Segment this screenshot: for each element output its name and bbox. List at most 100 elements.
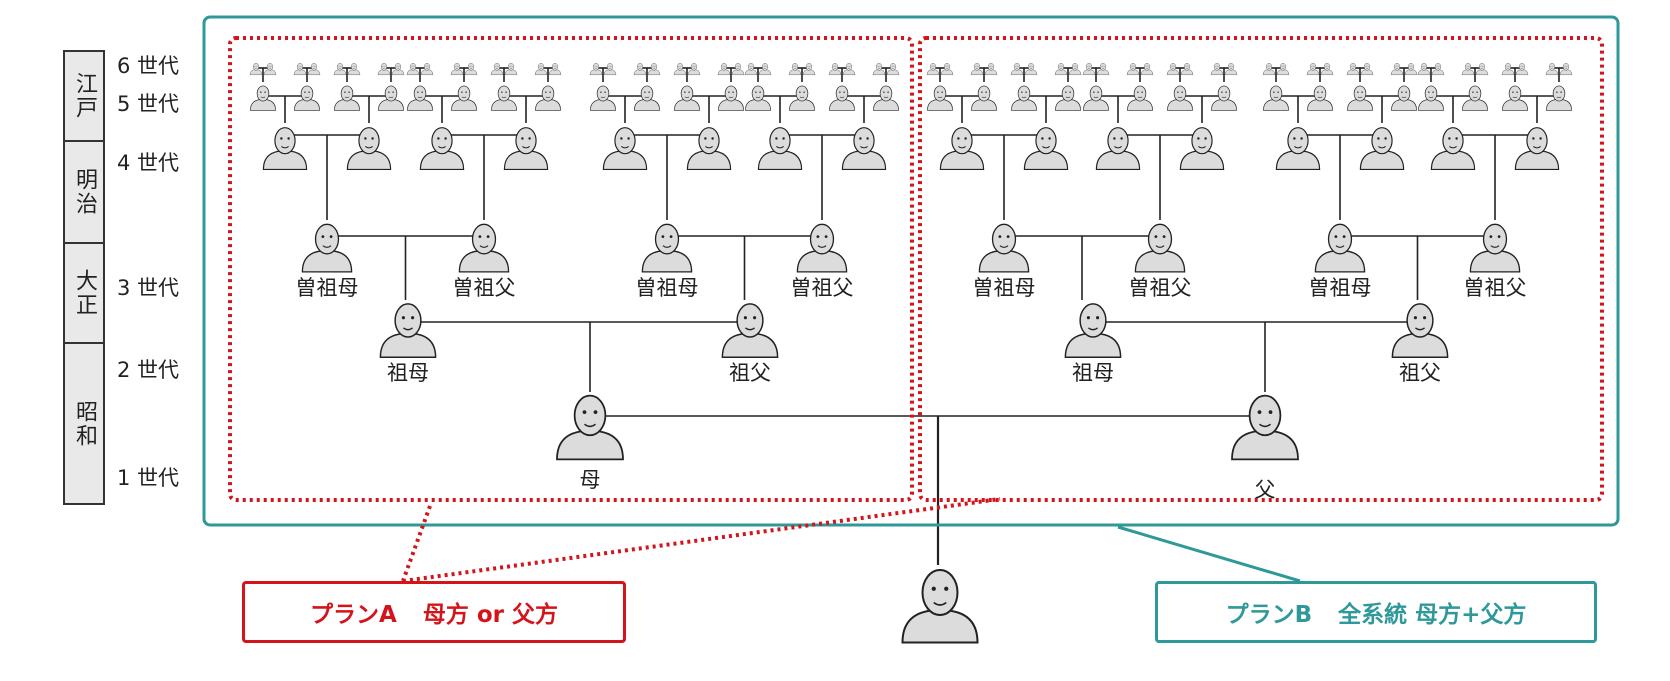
person-icon xyxy=(1390,63,1404,75)
label-grandfather-b: 祖父 xyxy=(1399,361,1441,385)
person-icon xyxy=(1404,63,1418,75)
person-icon xyxy=(1055,85,1081,111)
plan-b-frame xyxy=(202,15,1620,527)
person-icon xyxy=(802,63,816,75)
person-icon xyxy=(602,127,648,171)
person-icon xyxy=(1502,85,1528,111)
person-icon xyxy=(1314,223,1366,273)
person-icon xyxy=(1461,63,1475,75)
person-icon xyxy=(842,63,856,75)
person-icon xyxy=(927,85,953,111)
person-icon xyxy=(978,223,1030,273)
person-icon xyxy=(1391,303,1449,359)
era-taisho: 大正 xyxy=(63,242,105,344)
person-icon xyxy=(1559,63,1573,75)
person-icon xyxy=(940,63,954,75)
generation-label-3: 3 世代 xyxy=(117,276,180,300)
person-icon xyxy=(886,63,900,75)
person-icon xyxy=(347,63,361,75)
person-icon xyxy=(686,127,732,171)
person-icon xyxy=(757,127,803,171)
person-icon xyxy=(1011,85,1037,111)
person-icon xyxy=(1391,85,1417,111)
person-icon xyxy=(450,63,464,75)
person-icon xyxy=(828,63,842,75)
person-icon xyxy=(407,85,433,111)
person-icon xyxy=(1127,85,1153,111)
person-icon xyxy=(379,303,437,359)
person-icon xyxy=(1210,63,1224,75)
person-icon xyxy=(250,85,276,111)
person-icon xyxy=(1514,127,1560,171)
person-icon xyxy=(556,394,624,461)
person-icon xyxy=(641,223,693,273)
person-icon xyxy=(1224,63,1238,75)
person-icon xyxy=(548,63,562,75)
person-icon xyxy=(971,85,997,111)
person-icon xyxy=(301,223,353,273)
label-grandfather-a: 祖父 xyxy=(729,361,771,385)
person-icon xyxy=(872,63,886,75)
person-icon xyxy=(1307,85,1333,111)
era-label: 江戸 xyxy=(72,72,97,120)
label-grandmother-a: 祖母 xyxy=(387,361,429,385)
person-icon xyxy=(1263,85,1289,111)
person-icon xyxy=(718,85,744,111)
person-icon xyxy=(1179,127,1225,171)
person-icon xyxy=(1023,127,1069,171)
generation-label-6: 6 世代 xyxy=(117,54,180,78)
label-great-grandfather-b1: 曽祖父 xyxy=(1129,276,1192,300)
person-icon xyxy=(419,127,465,171)
person-icon xyxy=(674,85,700,111)
person-icon xyxy=(1180,63,1194,75)
person-icon xyxy=(263,63,277,75)
person-icon xyxy=(589,63,603,75)
person-icon xyxy=(1347,85,1373,111)
label-grandmother-b: 祖母 xyxy=(1072,361,1114,385)
person-icon xyxy=(1096,63,1110,75)
person-icon xyxy=(377,63,391,75)
person-icon xyxy=(1083,85,1109,111)
plan-a-pointer xyxy=(401,497,1001,583)
person-icon xyxy=(1010,63,1024,75)
person-icon xyxy=(829,85,855,111)
person-icon xyxy=(1166,63,1180,75)
person-icon xyxy=(294,85,320,111)
person-icon xyxy=(391,63,405,75)
person-icon xyxy=(451,85,477,111)
person-icon xyxy=(490,63,504,75)
person-icon xyxy=(673,63,687,75)
person-icon xyxy=(406,63,420,75)
person-icon xyxy=(1231,394,1299,461)
person-icon xyxy=(1501,63,1515,75)
person-icon xyxy=(249,63,263,75)
person-icon xyxy=(1306,63,1320,75)
person-icon xyxy=(262,127,308,171)
person-icon xyxy=(1430,127,1476,171)
person-icon xyxy=(721,303,779,359)
plan-b-name: プランB xyxy=(1225,602,1313,628)
person-icon xyxy=(1082,63,1096,75)
label-mother: 母 xyxy=(580,468,601,492)
person-icon xyxy=(590,85,616,111)
person-icon xyxy=(378,85,404,111)
plan-a-label: プランA 母方 or 父方 xyxy=(242,581,626,643)
person-icon xyxy=(1417,63,1431,75)
person-icon xyxy=(1024,63,1038,75)
era-edo: 江戸 xyxy=(63,50,105,142)
plan-a-frame-right xyxy=(918,36,1604,502)
era-label: 明治 xyxy=(72,168,97,216)
label-great-grandmother-b2: 曽祖母 xyxy=(1309,276,1372,300)
person-icon xyxy=(1126,63,1140,75)
person-icon xyxy=(1469,223,1521,273)
plan-a-frame-left xyxy=(228,36,914,502)
person-icon xyxy=(1418,85,1444,111)
person-icon xyxy=(788,63,802,75)
person-icon xyxy=(420,63,434,75)
person-icon xyxy=(717,63,731,75)
plan-a-name: プランA xyxy=(310,602,397,628)
person-icon xyxy=(841,127,887,171)
person-icon xyxy=(534,63,548,75)
person-icon xyxy=(1068,63,1082,75)
